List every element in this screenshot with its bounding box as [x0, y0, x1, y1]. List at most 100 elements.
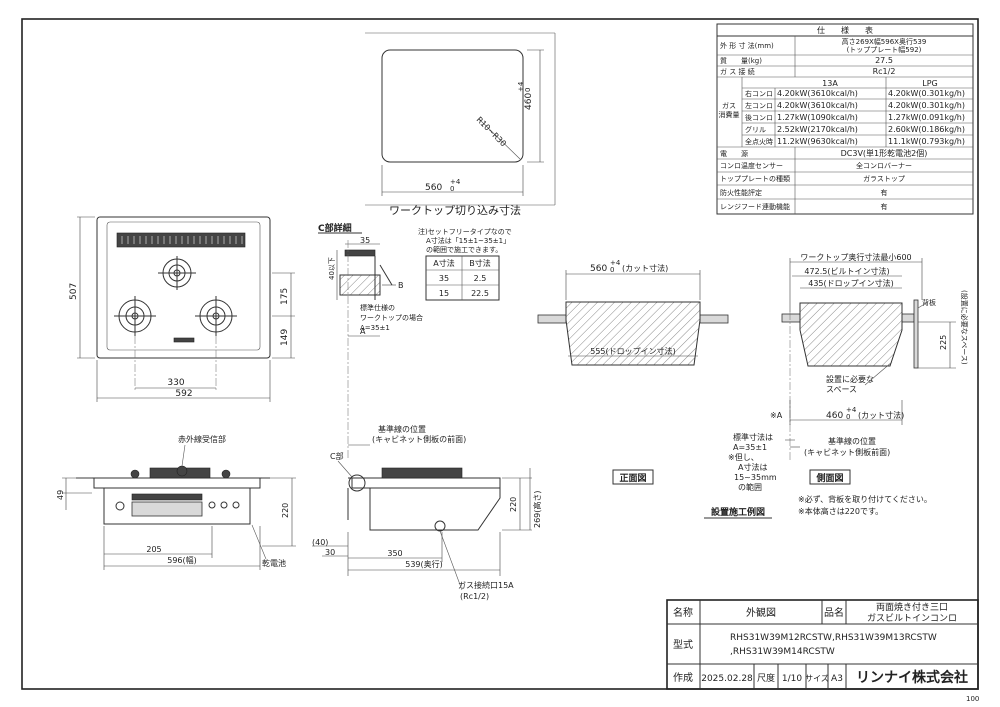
side-view: C部 基準線の位置 (キャビネット側板の前面) (40) 30 350 539(… [312, 424, 542, 601]
a-b-table: A寸法 B寸法 35 2.5 15 22.5 [425, 255, 500, 301]
svg-text:435(ドロップイン寸法): 435(ドロップイン寸法) [808, 278, 894, 288]
svg-text:サイズ: サイズ [805, 673, 829, 683]
svg-text:A=35±1: A=35±1 [360, 324, 390, 332]
worktop-cutout-drawing: 560 +4 0 460 +4 0 R10~R30 ワークトップ切り込み寸法 [365, 32, 556, 217]
svg-text:A=35±1: A=35±1 [733, 443, 767, 452]
svg-text:15: 15 [439, 289, 449, 298]
svg-text:220: 220 [509, 497, 518, 512]
svg-text:+4: +4 [846, 406, 857, 414]
svg-text:C部: C部 [330, 451, 344, 461]
svg-text:460: 460 [826, 411, 843, 421]
svg-text:205: 205 [146, 545, 161, 554]
svg-text:設置に必要な: 設置に必要な [826, 374, 874, 384]
svg-text:ガ ス 接 続: ガ ス 接 続 [720, 67, 755, 76]
svg-text:539(奥行): 539(奥行) [405, 559, 443, 569]
company-name: リンナイ株式会社 [856, 669, 968, 686]
svg-text:+4: +4 [610, 259, 621, 267]
svg-text:350: 350 [387, 549, 402, 558]
burner-left [114, 296, 156, 336]
svg-text:後コンロ: 後コンロ [745, 113, 773, 122]
svg-text:149: 149 [280, 329, 290, 346]
svg-text:49: 49 [56, 490, 65, 500]
svg-text:4.20kW(0.301kg/h): 4.20kW(0.301kg/h) [888, 89, 965, 98]
svg-text:13A: 13A [822, 79, 838, 88]
svg-text:330: 330 [167, 378, 184, 388]
svg-text:LPG: LPG [922, 79, 937, 88]
svg-text:(40): (40) [312, 538, 328, 547]
svg-text:コンロ温度センサー: コンロ温度センサー [720, 161, 783, 170]
svg-text:(キャビネット側板前面): (キャビネット側板前面) [804, 447, 890, 457]
plan-view: 507 175 149 330 592 [69, 216, 295, 402]
svg-text:(設置に必要なスペース): (設置に必要なスペース) [960, 290, 969, 365]
svg-text:A寸法は「15±1~35±1」: A寸法は「15±1~35±1」 [426, 236, 510, 245]
spec-title: 仕 様 表 [817, 25, 873, 35]
svg-text:472.5(ビルトイン寸法): 472.5(ビルトイン寸法) [804, 266, 889, 276]
svg-text:消費量: 消費量 [719, 110, 740, 119]
svg-text:DC3V(単1形乾電池2個): DC3V(単1形乾電池2個) [841, 148, 928, 158]
svg-text:防火性能評定: 防火性能評定 [720, 188, 762, 197]
svg-text:4.20kW(3610kcal/h): 4.20kW(3610kcal/h) [777, 89, 858, 98]
svg-text:555(ドロップイン寸法): 555(ドロップイン寸法) [590, 346, 676, 356]
svg-text:(Rc1/2): (Rc1/2) [460, 592, 489, 601]
svg-text:0: 0 [610, 266, 614, 274]
svg-text:型式: 型式 [673, 638, 693, 651]
svg-text:RHS31W39M12RCSTW,RHS31W39M13RC: RHS31W39M12RCSTW,RHS31W39M13RCSTW [730, 633, 937, 643]
svg-text:B: B [398, 281, 404, 290]
svg-text:+4: +4 [517, 81, 525, 92]
svg-text:尺度: 尺度 [757, 672, 775, 684]
svg-text:R10~R30: R10~R30 [475, 115, 508, 148]
svg-text:A寸法は: A寸法は [738, 462, 767, 472]
svg-text:※但し、: ※但し、 [728, 452, 759, 462]
svg-text:ガス接続口15A: ガス接続口15A [458, 580, 514, 590]
install-example-label: 設置施工例図 [711, 506, 765, 518]
svg-text:の範囲で施工できます。: の範囲で施工できます。 [426, 245, 502, 254]
svg-text:ワークトップ奥行寸法最小600: ワークトップ奥行寸法最小600 [800, 252, 911, 262]
svg-text:作成: 作成 [673, 672, 693, 684]
svg-text:レンジフード連動機能: レンジフード連動機能 [720, 202, 790, 211]
svg-text:4.20kW(0.301kg/h): 4.20kW(0.301kg/h) [888, 101, 965, 110]
svg-text:トッププレートの種類: トッププレートの種類 [720, 174, 790, 183]
svg-text:1/10: 1/10 [782, 674, 802, 684]
front-section-label: 正面図 [619, 473, 646, 484]
svg-text:560: 560 [425, 183, 442, 193]
svg-text:100: 100 [966, 695, 979, 703]
svg-text:A: A [360, 327, 366, 336]
svg-text:基準線の位置: 基準線の位置 [828, 436, 876, 446]
svg-text:B寸法: B寸法 [469, 258, 491, 268]
svg-text:175: 175 [280, 288, 290, 305]
svg-text:30: 30 [325, 548, 335, 557]
svg-text:品名: 品名 [824, 606, 844, 619]
svg-text:15~35mm: 15~35mm [734, 473, 777, 482]
svg-text:※A: ※A [770, 411, 783, 420]
svg-text:592: 592 [175, 389, 192, 399]
svg-text:1.27kW(1090kcal/h): 1.27kW(1090kcal/h) [777, 113, 858, 122]
svg-text:A寸法: A寸法 [433, 258, 454, 268]
svg-text:全点火時: 全点火時 [745, 137, 773, 146]
sheet-border [21, 18, 979, 690]
front-view: 赤外線受信部 49 220 205 596(幅) 乾電池 [56, 434, 296, 570]
svg-text:35: 35 [360, 236, 370, 245]
svg-text:の範囲: の範囲 [738, 482, 762, 492]
svg-text:0: 0 [846, 413, 850, 421]
svg-text:有: 有 [881, 202, 888, 211]
svg-text:注)セットフリータイプなので: 注)セットフリータイプなので [418, 227, 512, 236]
svg-text:(カット寸法): (カット寸法) [622, 263, 668, 273]
svg-text:グリル: グリル [745, 125, 766, 134]
svg-text:全コンロバーナー: 全コンロバーナー [856, 161, 912, 170]
svg-text:(キャビネット側板の前面): (キャビネット側板の前面) [372, 434, 466, 444]
svg-text:507: 507 [69, 283, 79, 300]
svg-text:2025.02.28: 2025.02.28 [701, 674, 753, 684]
svg-text:A3: A3 [831, 674, 843, 684]
svg-text:両面焼き付き三口: 両面焼き付き三口 [876, 602, 948, 613]
svg-text:22.5: 22.5 [471, 289, 489, 298]
svg-text:560: 560 [590, 264, 607, 274]
svg-text:赤外線受信部: 赤外線受信部 [178, 434, 226, 444]
svg-text:名称: 名称 [673, 606, 693, 619]
svg-text:Rc1/2: Rc1/2 [873, 67, 896, 76]
side-section-label: 側面図 [815, 472, 843, 484]
svg-text:+4: +4 [450, 178, 461, 186]
svg-text:スペース: スペース [826, 385, 857, 394]
svg-text:40以下: 40以下 [328, 257, 336, 280]
title-block: 名称 外観図 品名 両面焼き付き三口 ガスビルトインコンロ 型式 RHS31W3… [666, 599, 979, 703]
